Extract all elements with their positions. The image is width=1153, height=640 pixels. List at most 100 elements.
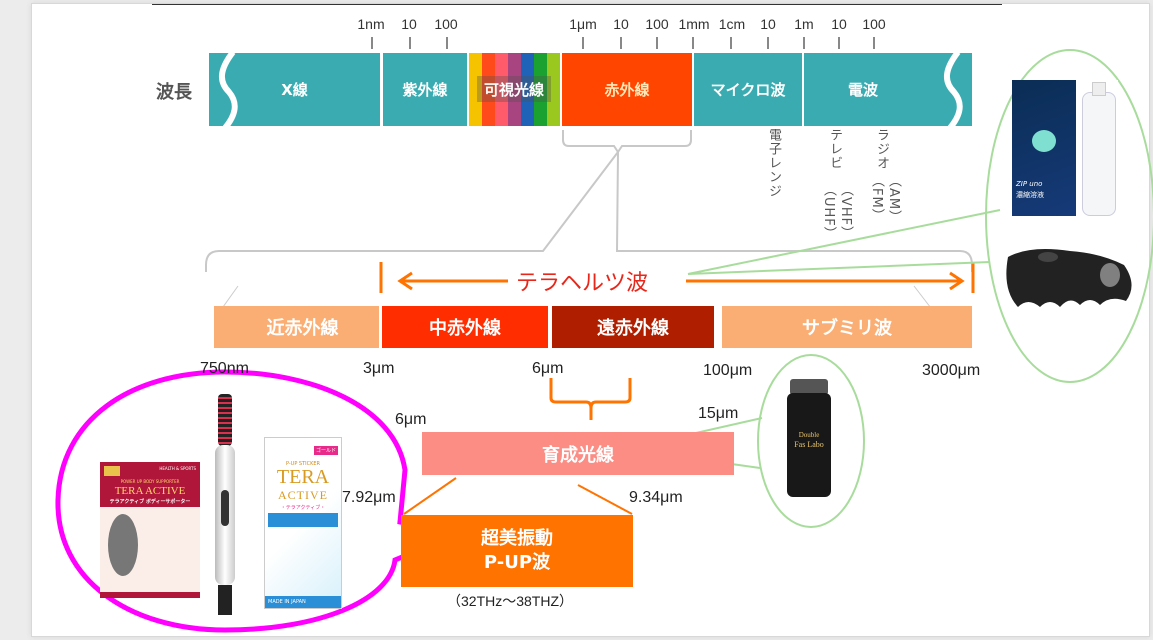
pup-end: 9.34μm (629, 489, 683, 506)
sticker-brand-line2: ACTIVE (278, 488, 328, 502)
tick-mark (767, 37, 769, 49)
product-hair-brush (205, 390, 245, 620)
visible-stripe (534, 53, 547, 126)
tick-mark (692, 37, 694, 49)
sticker-kana: ・テラアクティブ・ (280, 505, 326, 511)
fas-labo-line1: Double (798, 431, 820, 439)
fas-labo-line2: Fas Labo (794, 440, 824, 449)
band-near-ir-label: 近赤外線 (266, 318, 339, 339)
zip-uno-brand: ZIP uno (1016, 180, 1043, 188)
arrow-right-icon (949, 271, 965, 291)
supporter-brand: TERA ACTIVE (114, 485, 186, 497)
app-radio: ラジオ (874, 128, 889, 170)
band-radio-label: 電波 (847, 81, 878, 99)
product-double-fas-labo: Double Fas Labo (784, 379, 834, 499)
visible-stripe (547, 53, 560, 126)
band-far-ir-label: 遠赤外線 (597, 318, 669, 339)
growth-start: 6μm (395, 411, 427, 428)
tick-label-100um: 100 (645, 16, 669, 32)
terahertz-label: テラヘルツ波 (516, 271, 649, 296)
boundary-6um: 6μm (532, 360, 564, 377)
callout-ellipse-terahertz (985, 49, 1153, 383)
wave-break-left-icon (219, 52, 238, 128)
badge-icon (104, 466, 120, 476)
supporter-category: HEALTH & SPORTS (159, 466, 196, 471)
boundary-3000um: 3000μm (922, 362, 981, 379)
tick-label-1nm: 1nm (357, 16, 385, 32)
zip-uno-name: 濃縮溶液 (1016, 191, 1044, 199)
boundary-100um: 100μm (703, 362, 753, 379)
growth-end: 15μm (698, 405, 739, 422)
product-zip-uno: ZIP uno 濃縮溶液 (1012, 80, 1118, 216)
visible-stripe (469, 53, 482, 126)
wavelength-label: 波長 (156, 82, 192, 103)
zoom-line-right (615, 151, 973, 272)
zoom-line-left (205, 151, 619, 272)
far-ir-brace (549, 378, 632, 420)
pup-wave-band: 超美振動 P-UP波 (401, 515, 633, 587)
band-infrared: 赤外線 (562, 53, 692, 126)
sticker-badge: ゴールド (313, 446, 338, 455)
wave-break-right-icon (944, 52, 963, 128)
band-uv: 紫外線 (383, 53, 467, 126)
growth-rays-label: 育成光線 (542, 444, 614, 466)
band-radio: 電波 (804, 53, 972, 126)
tick-mark (838, 37, 840, 49)
band-near-ir: 近赤外線 (214, 306, 379, 348)
app-tv: テレビ (827, 128, 842, 170)
product-tera-active-supporter: HEALTH & SPORTS POWER UP BODY SUPPORTER … (100, 462, 200, 598)
tick-mark (656, 37, 658, 49)
product-stone-plate (1006, 249, 1132, 307)
visible-stripe (508, 53, 521, 126)
sticker-type: P-UP STICKER (285, 461, 321, 467)
tick-label-1um: 1μm (569, 16, 597, 32)
growth-rays-band: 育成光線 (422, 432, 734, 475)
band-mid-ir: 中赤外線 (382, 306, 548, 348)
boundary-750nm: 750nm (200, 360, 249, 377)
band-mid-ir-label: 中赤外線 (429, 318, 501, 339)
tick-mark (409, 37, 411, 49)
crystal-image (1032, 130, 1056, 152)
product-tera-active-sticker: ゴールド P-UP STICKER TERA ACTIVE ・テラアクティブ・ … (264, 437, 342, 609)
tick-label-1cm: 1cm (718, 16, 746, 32)
sticker-brand-line1: TERA (276, 466, 330, 488)
tick-label-10nm: 10 (401, 16, 417, 32)
band-xray: X線 (209, 53, 380, 126)
callout-ellipse-growth (757, 354, 865, 528)
tick-mark (371, 37, 373, 49)
pup-wave-line2: P-UP波 (483, 552, 551, 573)
tick-mark (620, 37, 622, 49)
tick-mark (582, 37, 584, 49)
visible-stripe (482, 53, 495, 126)
callout-ellipse-pup (55, 369, 467, 633)
pup-frequency: （32THz〜38THZ） (447, 593, 574, 609)
band-visible (469, 53, 560, 126)
app-radio-fm: （FM） (869, 174, 884, 223)
tick-label-1m: 1m (794, 16, 814, 32)
visible-stripe (495, 53, 508, 126)
tick-mark (730, 37, 732, 49)
pup-start: 7.92μm (342, 489, 396, 506)
top-rule (152, 4, 1002, 5)
tick-mark (446, 37, 448, 49)
tick-mark (873, 37, 875, 49)
tick-label-10m: 10 (831, 16, 847, 32)
band-infrared-label: 赤外線 (604, 81, 650, 99)
sticker-origin: MADE IN JAPAN (265, 596, 341, 608)
tick-label-100nm: 100 (434, 16, 458, 32)
band-microwave-label: マイクロ波 (710, 81, 786, 99)
band-visible-label: 可視光線 (477, 76, 551, 102)
band-uv-label: 紫外線 (402, 81, 448, 99)
band-far-ir: 遠赤外線 (552, 306, 714, 348)
supporter-subtitle: テラアクティブ ボディーサポーター (109, 499, 191, 505)
app-radio-am: （AM） (886, 174, 901, 225)
pad-image (108, 514, 138, 576)
tick-label-10cm: 10 (760, 16, 776, 32)
app-tv-uhf: （UHF） (821, 183, 836, 241)
tick-mark (803, 37, 805, 49)
pup-wave-line1: 超美振動 (481, 528, 553, 549)
band-submm-label: サブミリ波 (802, 318, 892, 339)
tick-label-10um: 10 (613, 16, 629, 32)
app-tv-vhf: （VHF） (838, 183, 853, 241)
visible-stripe (521, 53, 534, 126)
